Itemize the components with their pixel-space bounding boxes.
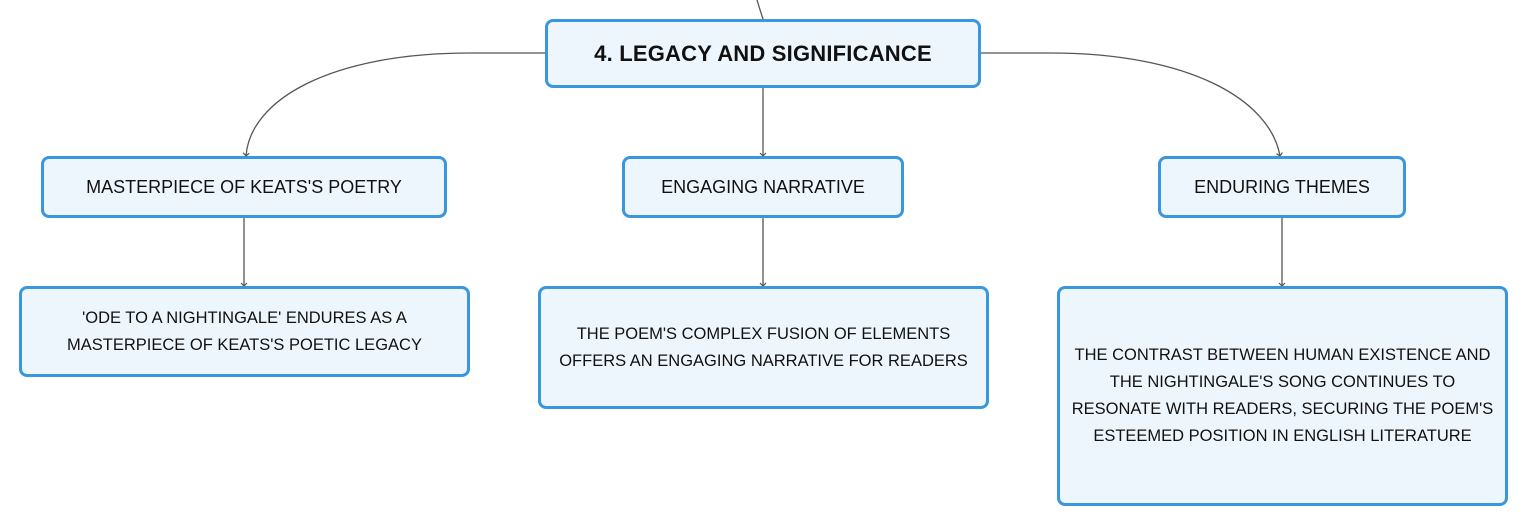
detail-node-masterpiece[interactable]: 'ODE TO A NIGHTINGALE' ENDURES AS A MAST… [19, 286, 470, 377]
topic-node-masterpiece[interactable]: MASTERPIECE OF KEATS'S POETRY [41, 156, 447, 218]
detail-node-enduring-themes[interactable]: THE CONTRAST BETWEEN HUMAN EXISTENCE AND… [1057, 286, 1508, 506]
detail-node-text: THE CONTRAST BETWEEN HUMAN EXISTENCE AND… [1071, 346, 1494, 445]
detail-node-engaging-narrative[interactable]: THE POEM'S COMPLEX FUSION OF ELEMENTS OF… [538, 286, 989, 409]
root-to-topic-1-connector [242, 52, 545, 157]
root-node[interactable]: 4. LEGACY AND SIGNIFICANCE [545, 19, 981, 88]
topic-node-label: ENDURING THEMES [1194, 176, 1370, 197]
topic-node-label: ENGAGING NARRATIVE [661, 176, 865, 197]
detail-node-text: 'ODE TO A NIGHTINGALE' ENDURES AS A MAST… [67, 308, 422, 354]
detail-node-text: THE POEM'S COMPLEX FUSION OF ELEMENTS OF… [559, 324, 968, 370]
root-node-label: 4. LEGACY AND SIGNIFICANCE [594, 40, 932, 66]
topic-node-label: MASTERPIECE OF KEATS'S POETRY [86, 176, 402, 197]
topic-node-engaging-narrative[interactable]: ENGAGING NARRATIVE [622, 156, 904, 218]
root-to-topic-3-connector [981, 52, 1283, 157]
topic-node-enduring-themes[interactable]: ENDURING THEMES [1158, 156, 1406, 218]
parent-connector [756, 0, 764, 20]
